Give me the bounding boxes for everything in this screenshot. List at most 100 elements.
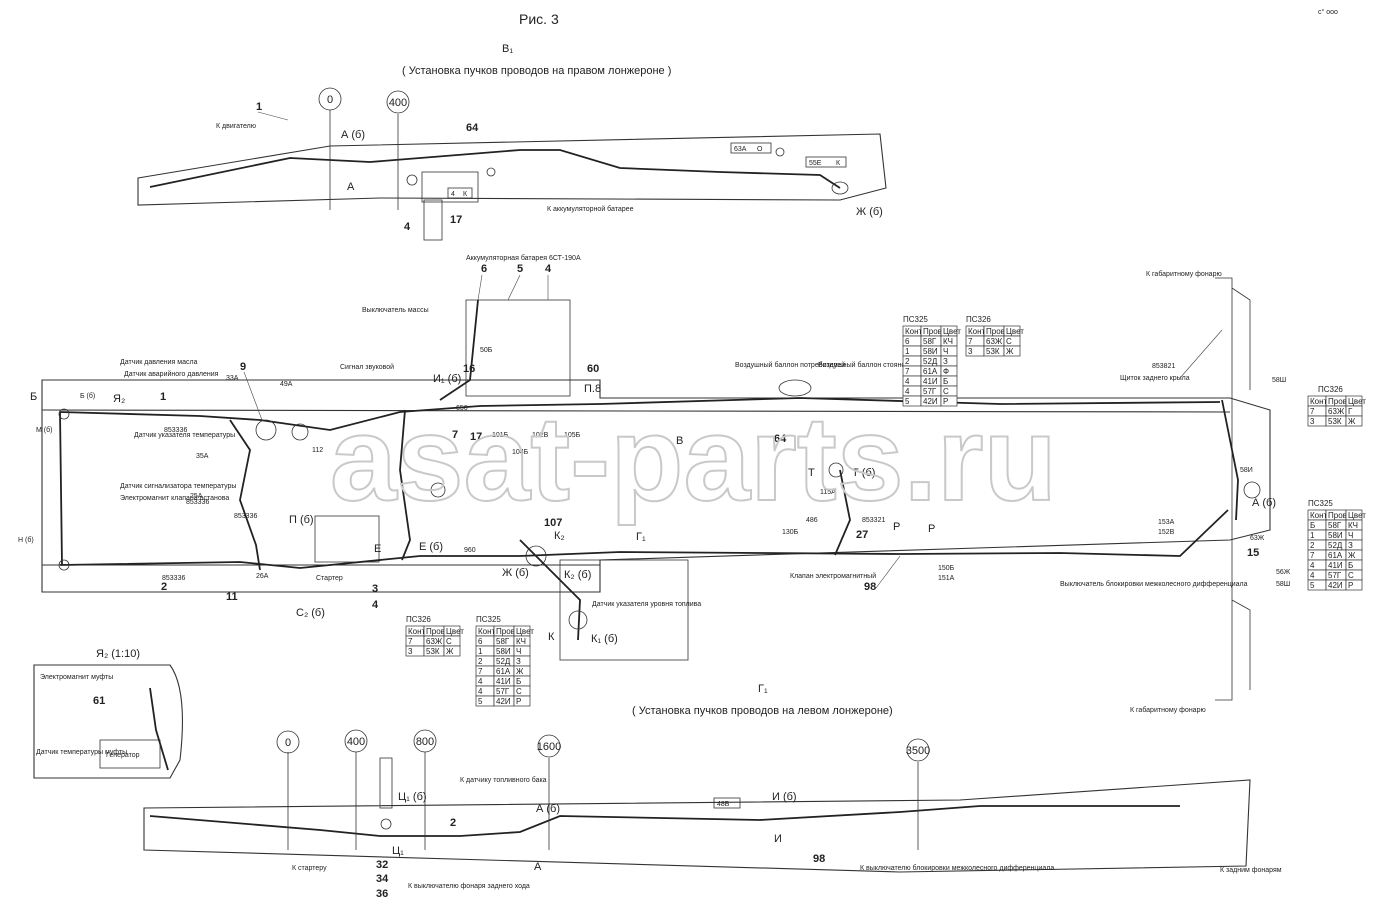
code-26: 58Ш [1272,377,1286,384]
letter-ts1: Ц₁ [392,845,404,857]
table-cell: Ж [516,667,524,676]
mid-callout-3: 3 [372,583,378,595]
code-9: 101Б [492,432,509,439]
table-cell: 63Ж [986,337,1003,346]
table-cell: 7 [1310,551,1315,560]
letter-t-b: Т (б) [852,467,875,479]
center-junction [430,482,446,498]
letter-m-b: М (б) [36,426,52,434]
table-cell: Ж [446,647,454,656]
table-header: Цвет [516,627,534,636]
oil-sensor-cluster [255,419,277,441]
top-view-label: В₁ [502,43,513,55]
note-starter: Стартер [316,575,343,582]
code-5: 853321 [862,517,885,524]
main-harness-lower [59,509,1229,569]
section-mark-a-b: А (б) [341,129,365,141]
table-cell: 58Г [496,637,510,646]
letter-t: Т [808,467,815,479]
bottom-station-circle-1600 [537,734,561,758]
table-cell: С [1006,337,1012,346]
air-reservoir-consumers [778,379,812,397]
bottom-harness [149,805,1180,837]
top-station-400: 400 [389,97,407,109]
right-frame-rail [137,133,887,206]
table-cell: 61А [923,367,938,376]
bottom-post [379,757,393,809]
tag-4: 4 [451,191,455,198]
letter-k2-b: К₂ (б) [564,569,591,581]
code-6: 853821 [1152,363,1175,370]
table-cell: 3 [1310,417,1315,426]
table-cell: 3 [968,347,973,356]
table-cell: 58И [496,647,511,656]
code-7: 656 [456,405,468,412]
top-view-caption: ( Установка пучков проводов на правом ло… [402,65,671,77]
table-cell: 4 [478,687,483,696]
bottom-view-caption: ( Установка пучков проводов на левом лон… [632,705,893,717]
bottom-connector [380,818,392,830]
mid-callout-15: 15 [1247,547,1259,559]
table-cell: 58Г [1328,521,1342,530]
note-zh-b: Ж (б) [856,206,883,218]
code-24: 63Ж [1250,535,1265,542]
letter-b: Б [30,391,37,403]
table-cell: 58И [1328,531,1343,540]
table-cell: 42И [1328,581,1343,590]
note-to-battery: К аккумуляторной батарее [547,205,634,213]
corner-mark: с° ооо [1318,8,1338,16]
table-cell: 4 [1310,571,1315,580]
table-cell: 1 [1310,531,1315,540]
mid-callout-1: 1 [160,391,166,403]
letter-i1-b: И₁ (б) [433,373,461,385]
table-cell: КЧ [516,637,526,646]
table-cell: 57Г [923,387,937,396]
letter-p8: П.8 [584,383,601,395]
bottom-station-800: 800 [416,736,434,748]
table-header: Цвет [1348,511,1366,520]
mid-callout-4b: 4 [372,599,379,611]
inset-harness [149,687,169,771]
battery-box [465,299,571,397]
letter-s2-b: С₂ (б) [296,607,325,619]
code-17: 153А [1158,519,1175,526]
code-31: 112 [312,447,323,454]
note-temp-warning-sensor: Датчик сигнализатора температуры [120,483,236,490]
table-cell: 4 [1310,561,1315,570]
note-horn: Сигнал звуковой [340,363,394,371]
letter-k2: К₂ [554,530,565,542]
rear-lamp-bracket-top [1231,287,1251,390]
mid-callout-2: 2 [161,581,167,593]
top-station-circle-0 [318,87,342,111]
table-header: Цвет [1348,397,1366,406]
leader-5 [507,274,521,301]
note-rear-marker-bottom: К габаритному фонарю [1130,706,1206,714]
mid-callout-4a: 4 [545,263,552,275]
mid-callout-107: 107 [544,517,562,529]
table-cell: 7 [905,367,910,376]
table-b-title: ПС326 [966,315,991,324]
code-21: 25А [190,493,203,500]
table-cell-border [1345,579,1363,591]
bottom-note-reverse-lamp: К выключателю фонаря заднего хода [408,883,530,890]
note-stop-solenoid: Электромагнит клапана останова [120,495,229,502]
chassis-frame [41,379,1271,593]
inset-frame [33,664,184,779]
engine-branch [229,419,261,571]
table-cell: Р [1348,581,1353,590]
table-cell: 3 [408,647,413,656]
top-connector [831,181,849,195]
table-cell: 4 [905,387,910,396]
table-cell: 6 [905,337,910,346]
letter-e: Е [374,543,381,555]
code-8: 50Б [480,347,493,354]
table-e-title: ПС326 [1318,385,1343,394]
table-cell: С [943,387,949,396]
table-cell: С [516,687,522,696]
table-a-title: ПС325 [903,315,928,324]
note-mass-switch: Выключатель массы [362,307,429,314]
top-leader-1 [257,111,289,121]
